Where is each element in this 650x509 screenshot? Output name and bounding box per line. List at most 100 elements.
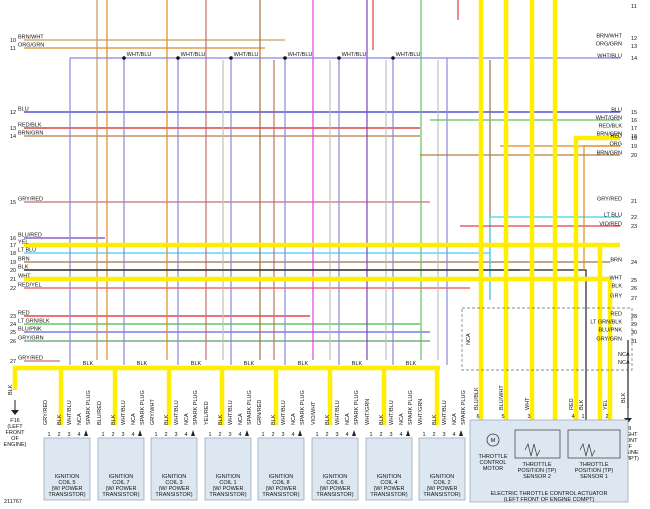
coil-box	[150, 437, 198, 501]
motor-label: CONTROL	[480, 460, 507, 466]
coil-pin: 2	[379, 432, 382, 438]
coil-name: COIL 3	[165, 480, 182, 486]
ground-symbol	[11, 410, 19, 415]
row-wire-label: BLU/PNK	[18, 327, 42, 333]
ground-line: (LEFT	[7, 424, 23, 430]
right-row-number: 24	[631, 260, 637, 266]
row-wire-label: ORG/GRN	[18, 43, 44, 49]
blk-label: BLK	[137, 361, 148, 367]
coil-wire-label: WHT/BLU	[335, 400, 341, 425]
right-row-number: 19	[631, 136, 637, 142]
right-row-number: 15	[631, 110, 637, 116]
coil-pin: 1	[47, 432, 50, 438]
coil-name: COIL 7	[112, 480, 129, 486]
sensor2-box	[514, 429, 561, 459]
coil-wire-label: BLK	[218, 414, 224, 425]
row-wire-label: LT BLU	[18, 248, 36, 254]
coil-wire-label: WHT/BLU	[442, 400, 448, 425]
coil-wire-label: VIO/WHT	[311, 401, 317, 425]
actuator-wire-label: WHT	[525, 397, 531, 410]
coil-sub: (W/ POWER	[374, 486, 405, 492]
coil-wire-label: BLK	[271, 414, 277, 425]
coil-pin: 3	[228, 432, 231, 438]
nca-label: NCA	[466, 333, 472, 345]
row-wire-label: LT GRN/BLK	[18, 319, 50, 325]
coil-box	[257, 437, 305, 501]
coil-title: IGNITION	[269, 474, 293, 480]
coil-pin: 2	[432, 432, 435, 438]
blk-label: BLK	[352, 361, 363, 367]
coil-sub: TRANSISTOR)	[316, 492, 353, 498]
actuator-box	[469, 419, 629, 503]
row-wire-label: BRN	[18, 257, 30, 263]
coil-pin: 2	[218, 432, 221, 438]
motor-label: MOTOR	[483, 466, 503, 472]
right-row-number: 29	[631, 322, 637, 328]
sensor2-label: SENSOR 2	[523, 474, 551, 480]
coil-title: IGNITION	[216, 474, 240, 480]
row-number: 22	[10, 286, 16, 292]
coil-box	[43, 437, 91, 501]
coil-name: COIL 6	[326, 480, 343, 486]
row-number: 19	[10, 260, 16, 266]
bus-label: WHT/BLU	[234, 52, 259, 58]
right-row-label: GRY/RED	[597, 197, 622, 203]
sensor1-label: POSITION (TP)	[575, 468, 614, 474]
actuator-subtitle: (LEFT FRONT OF ENGINE COMPT)	[504, 497, 595, 503]
actuator-wire-label: BLU/WHT	[499, 385, 505, 410]
coil-wire-label: SPARK PLUG	[140, 390, 146, 425]
coil-wire-label: GRY/WHT	[150, 398, 156, 425]
wire-layer	[15, 0, 629, 425]
coil-pin: 3	[442, 432, 445, 438]
coil-wire-label: SPARK PLUG	[461, 390, 467, 425]
row-number: 16	[10, 236, 16, 242]
coil-pin: 4	[131, 432, 134, 438]
right-row-number: 16	[631, 118, 637, 124]
spark-plug-arrow	[459, 430, 463, 436]
row-number: 14	[10, 134, 16, 140]
coil-wire-label: SPARK PLUG	[408, 390, 414, 425]
actuator-pin: 6	[476, 414, 479, 420]
coil-pin: 4	[184, 432, 187, 438]
ground-line: FRONT	[6, 430, 26, 436]
coil-sub: TRANSISTOR)	[262, 492, 299, 498]
coil-wire-label: BLK	[111, 414, 117, 425]
coil-wire-label: BLK	[57, 414, 63, 425]
coil-wire-label: GRN/RED	[257, 400, 263, 425]
coil-wire-label: WHT/BLU	[228, 400, 234, 425]
connector-outline	[461, 307, 633, 371]
right-row-label: WHT/GRN	[596, 116, 622, 122]
coil-title: IGNITION	[109, 474, 133, 480]
coil-wire-label: SPARK PLUG	[86, 390, 92, 425]
ground-wire-label: BLK	[8, 384, 14, 395]
nca-label: NCA	[618, 360, 630, 366]
spark-plug-arrow	[84, 430, 88, 436]
coil-box	[311, 437, 359, 501]
right-row-number: 27	[631, 296, 637, 302]
actuator-wire-label: RED	[569, 398, 575, 410]
coil-box	[97, 437, 145, 501]
row-wire-label: RED/YEL	[18, 283, 42, 289]
bus-label: WHT/BLU	[342, 52, 367, 58]
coil-title: IGNITION	[55, 474, 79, 480]
right-row-label: BLU/PNK	[598, 328, 622, 334]
actuator-pin: 1	[581, 414, 584, 420]
row-wire-label: BRN/WHT	[18, 35, 44, 41]
right-row-number: 17	[631, 126, 637, 132]
right-row-label: WHT	[609, 276, 622, 282]
coil-sub: (W/ POWER	[52, 486, 83, 492]
row-wire-label: WHT	[18, 274, 31, 280]
blk-label: BLK	[191, 361, 202, 367]
coil-title: IGNITION	[377, 474, 401, 480]
bus-label: WHT/BLU	[396, 52, 421, 58]
coil-pin: 3	[67, 432, 70, 438]
coil-pin: 1	[422, 432, 425, 438]
actuator-title: ELECTRIC THROTTLE CONTROL ACTUATOR	[491, 491, 608, 497]
actuator-wire-label: BLU/BLK	[474, 387, 480, 410]
resistor-symbol	[524, 442, 541, 458]
coil-wire-label: BLK	[325, 414, 331, 425]
throttle-actuator: ELECTRIC THROTTLE CONTROL ACTUATOR(LEFT …	[469, 419, 629, 503]
